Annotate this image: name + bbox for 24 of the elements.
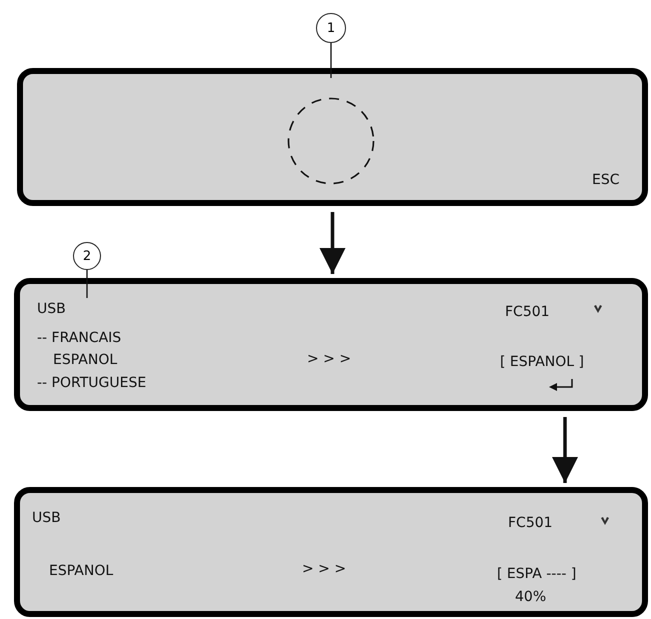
progress-percent: 40% (515, 589, 546, 606)
menu-item: ESPANOL (53, 352, 118, 369)
model-label: FC501 (508, 515, 553, 532)
menu-item: -- PORTUGUESE (37, 375, 146, 392)
source-label: USB (32, 510, 61, 527)
callout-number: 1 (316, 13, 346, 43)
arrow (320, 212, 346, 274)
leader-line (330, 43, 332, 78)
display-screen (14, 487, 648, 617)
key-label: ESC (592, 172, 620, 189)
touch-area-circle (287, 97, 375, 185)
source-label: USB (37, 301, 66, 318)
selected-value: [ ESPANOL ] (500, 354, 584, 371)
callout-number: 2 (73, 242, 101, 270)
menu-item: -- FRANCAIS (37, 330, 122, 347)
leader-line (86, 270, 88, 298)
menu-item: ESPANOL (49, 563, 114, 580)
arrow (552, 417, 578, 483)
progress-arrows: > > > (307, 351, 352, 368)
progress-arrows: > > > (302, 561, 346, 578)
model-label: FC501 (505, 304, 550, 321)
progress-value: [ ESPA ---- ] (497, 566, 576, 583)
display-screen (17, 68, 648, 206)
display-screen (14, 278, 648, 411)
